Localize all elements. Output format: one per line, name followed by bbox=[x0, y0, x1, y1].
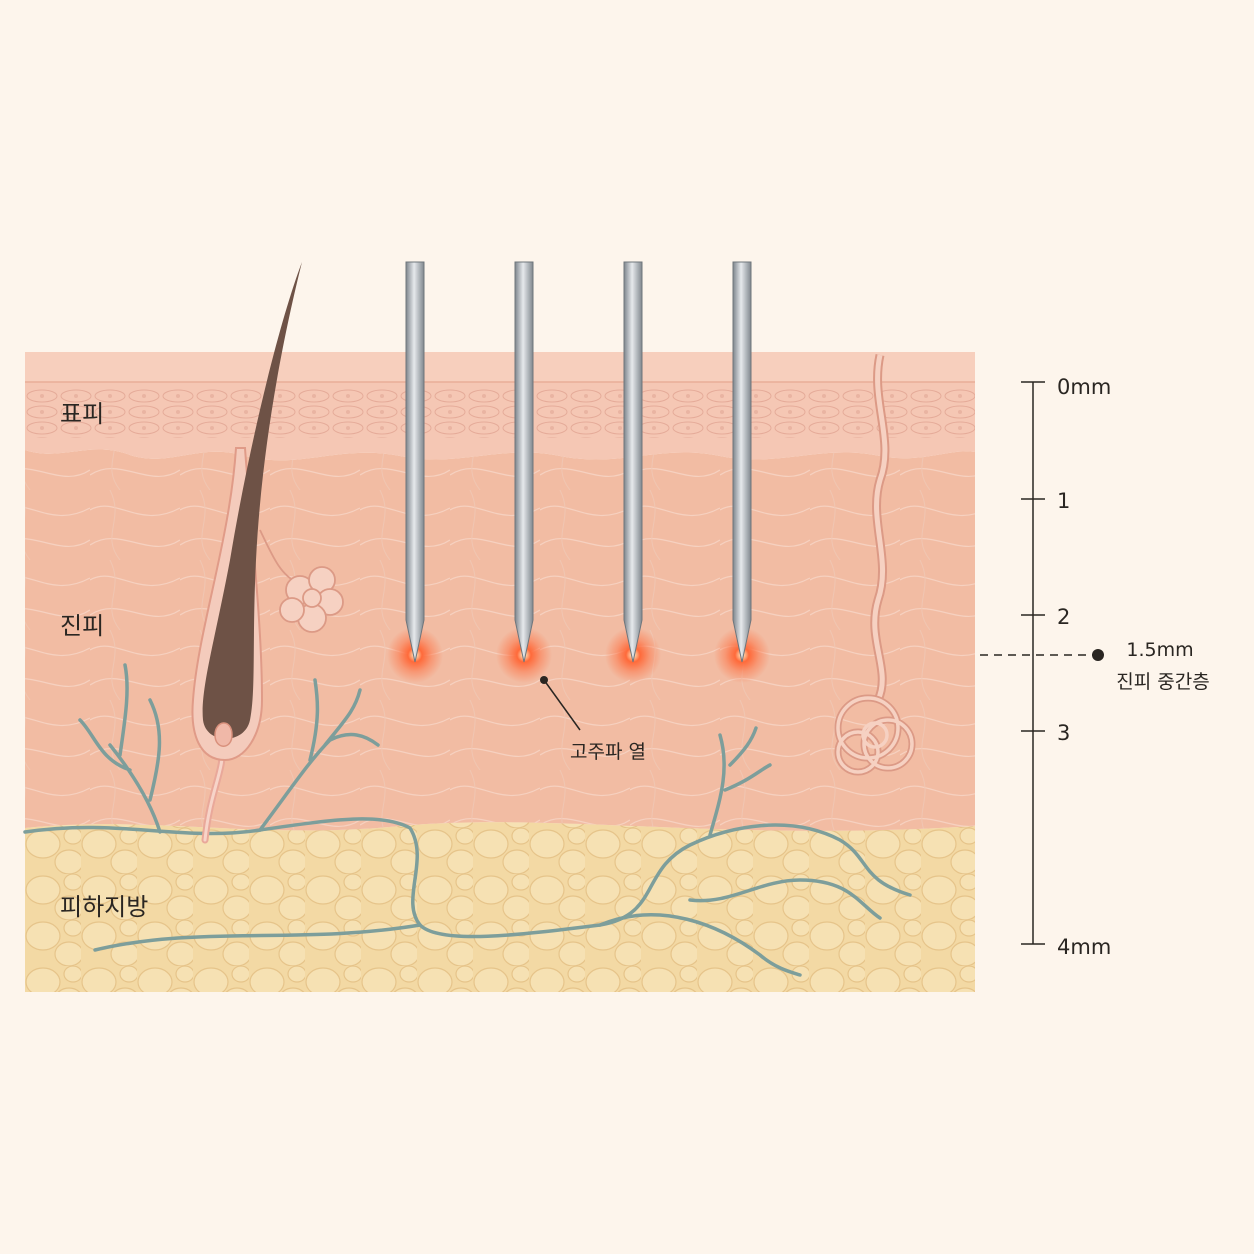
blood-vessel-network bbox=[23, 663, 912, 977]
microneedle-icon bbox=[514, 261, 534, 663]
scale-tick-0: 0mm bbox=[1057, 375, 1111, 399]
hair-follicle bbox=[191, 262, 302, 844]
epidermis-layer bbox=[25, 352, 975, 461]
microneedles bbox=[405, 261, 752, 663]
dermis-layer bbox=[25, 449, 975, 831]
sweat-gland bbox=[834, 354, 916, 776]
scale-tick-1: 1 bbox=[1057, 489, 1070, 513]
subcutaneous-fat-layer bbox=[25, 822, 975, 992]
mid-depth-value: 1.5mm bbox=[1126, 639, 1193, 661]
dermis-label: 진피 bbox=[60, 612, 104, 640]
mid-depth-label: 진피 중간층 bbox=[1116, 671, 1209, 693]
rf-heat-label: 고주파 열 bbox=[570, 741, 646, 763]
microneedle-icon bbox=[405, 261, 425, 663]
microneedle-icon bbox=[623, 261, 643, 663]
mid-dermis-marker bbox=[980, 649, 1104, 661]
subcutaneous-label: 피하지방 bbox=[60, 893, 148, 921]
sebaceous-gland bbox=[259, 529, 344, 633]
microneedle-icon bbox=[732, 261, 752, 663]
epidermis-label: 표피 bbox=[60, 400, 104, 428]
depth-marker-dot-icon bbox=[1092, 649, 1104, 661]
scale-tick-2: 2 bbox=[1057, 605, 1070, 629]
depth-scale bbox=[1021, 381, 1045, 945]
rf-heat-callout: 고주파 열 bbox=[540, 676, 646, 763]
scale-tick-4: 4mm bbox=[1057, 935, 1111, 959]
scale-tick-3: 3 bbox=[1057, 721, 1070, 745]
